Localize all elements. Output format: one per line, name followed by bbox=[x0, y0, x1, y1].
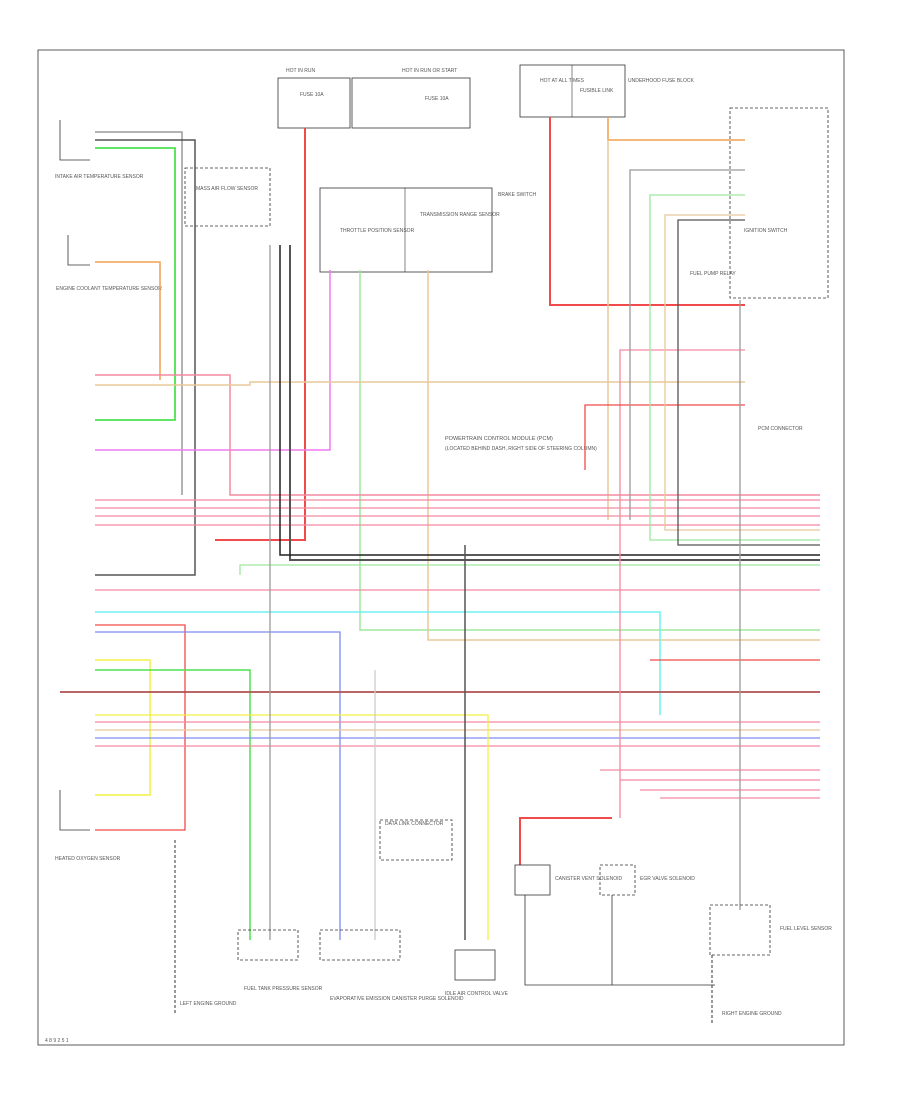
solenoid-1-group: CANISTER VENT SOLENOID bbox=[514, 864, 623, 896]
data-link-label: DATA LINK CONNECTOR bbox=[385, 821, 444, 827]
hot-at-all-times-label: HOT AT ALL TIMES bbox=[540, 78, 585, 84]
fuel-level-sensor-group: FUEL LEVEL SENSOR bbox=[709, 904, 832, 956]
wire-pink-right-2 bbox=[584, 404, 745, 470]
hot-in-run-or-start-label: HOT IN RUN OR START bbox=[402, 68, 457, 74]
hot-in-run-or-start-fuse-box: HOT IN RUN OR START FUSE 10A bbox=[351, 68, 471, 129]
wire-red-main bbox=[215, 128, 306, 541]
diagram-footer: 4 8 9 2 5 1 bbox=[45, 1038, 69, 1044]
fuel-pump-relay-label: FUEL PUMP RELAY bbox=[690, 271, 736, 277]
pcm-right-label: PCM CONNECTOR bbox=[758, 426, 803, 432]
brake-switch-label: BRAKE SWITCH bbox=[498, 192, 536, 198]
wire-orange-top bbox=[607, 117, 745, 141]
fuse-1-label: FUSE 10A bbox=[300, 92, 324, 98]
oxygen-sensor-label: HEATED OXYGEN SENSOR bbox=[55, 856, 121, 862]
ignition-switch-group: IGNITION SWITCH FUEL PUMP RELAY bbox=[690, 107, 829, 299]
evap-canister-label: EVAPORATIVE EMISSION CANISTER PURGE SOLE… bbox=[330, 996, 464, 1002]
wire-tan-2 bbox=[95, 381, 745, 386]
fuel-tank-sensor-group: FUEL TANK PRESSURE SENSOR bbox=[237, 929, 323, 992]
left-ground-group: LEFT ENGINE GROUND bbox=[174, 840, 237, 1015]
right-ground-group: RIGHT ENGINE GROUND bbox=[711, 955, 782, 1025]
underhood-fuse-label: UNDERHOOD FUSE BLOCK bbox=[628, 78, 695, 84]
wire-darkgray-h bbox=[289, 245, 820, 561]
wire-lightgreen-1 bbox=[359, 270, 820, 631]
left-ground-label: LEFT ENGINE GROUND bbox=[180, 1001, 237, 1007]
diagram-frame bbox=[37, 49, 845, 1046]
wire-tan-right bbox=[664, 214, 820, 531]
data-link-connector-group: DATA LINK CONNECTOR bbox=[379, 819, 453, 861]
hot-in-run-label: HOT IN RUN bbox=[286, 68, 315, 74]
idle-air-label: IDLE AIR CONTROL VALVE bbox=[445, 991, 509, 997]
wire-green-2 bbox=[95, 669, 251, 940]
intake-air-temp-label: INTAKE AIR TEMPERATURE SENSOR bbox=[55, 174, 144, 180]
fusible-link-label: FUSIBLE LINK bbox=[580, 88, 614, 94]
wire-red-bottom bbox=[519, 817, 612, 865]
fuse-2-label: FUSE 10A bbox=[425, 96, 449, 102]
pcm-center-label: POWERTRAIN CONTROL MODULE (PCM) bbox=[445, 436, 553, 442]
wire-gray-right bbox=[629, 169, 745, 520]
wire-black-right bbox=[677, 219, 820, 546]
wire-green-left bbox=[95, 147, 176, 421]
transmission-sensor-label: TRANSMISSION RANGE SENSOR bbox=[420, 212, 500, 218]
wire-red-right bbox=[549, 117, 745, 306]
solenoid-2-label: EGR VALVE SOLENOID bbox=[640, 876, 695, 882]
wire-pink-1 bbox=[95, 374, 820, 496]
wire-pink-right-1 bbox=[619, 349, 745, 818]
wire-yellow-1 bbox=[95, 659, 151, 796]
wire-black-left bbox=[95, 139, 196, 576]
pcm-center-box: TRANSMISSION RANGE SENSOR BRAKE SWITCH T… bbox=[319, 187, 536, 273]
pcm-center-text: POWERTRAIN CONTROL MODULE (PCM) (LOCATED… bbox=[445, 436, 597, 452]
wire-blue-1 bbox=[95, 631, 341, 940]
solenoid-2-group: EGR VALVE SOLENOID bbox=[599, 864, 695, 896]
coolant-temp-group: ENGINE COOLANT TEMPERATURE SENSOR bbox=[56, 235, 162, 292]
fuel-level-label: FUEL LEVEL SENSOR bbox=[780, 926, 832, 932]
pcm-center-sub-label: (LOCATED BEHIND DASH, RIGHT SIDE OF STEE… bbox=[445, 446, 597, 452]
mass-air-flow-group: MASS AIR FLOW SENSOR bbox=[184, 167, 271, 227]
wire-lightgreen-right bbox=[649, 194, 820, 541]
wire-red-2 bbox=[95, 624, 186, 831]
pcm-right-group: PCM CONNECTOR bbox=[758, 426, 803, 432]
ignition-switch-label: IGNITION SWITCH bbox=[744, 228, 788, 234]
wire-lightgreen-2 bbox=[239, 564, 820, 575]
evap-canister-group: EVAPORATIVE EMISSION CANISTER PURGE SOLE… bbox=[319, 929, 464, 1002]
ground-bus-bottom bbox=[524, 895, 715, 986]
wire-orange-left bbox=[95, 261, 161, 380]
idle-air-control-group: IDLE AIR CONTROL VALVE bbox=[445, 949, 509, 997]
right-ground-label: RIGHT ENGINE GROUND bbox=[722, 1011, 782, 1017]
wire-tan-1 bbox=[427, 270, 820, 641]
throttle-position-label: THROTTLE POSITION SENSOR bbox=[340, 228, 415, 234]
wire-black-h bbox=[279, 245, 820, 556]
oxygen-sensor-group: HEATED OXYGEN SENSOR bbox=[55, 790, 121, 862]
fuel-tank-label: FUEL TANK PRESSURE SENSOR bbox=[244, 986, 323, 992]
mass-air-flow-label: MASS AIR FLOW SENSOR bbox=[196, 186, 258, 192]
solenoid-1-label: CANISTER VENT SOLENOID bbox=[555, 876, 623, 882]
wire-gray-left bbox=[95, 131, 183, 495]
left-upper-connector: INTAKE AIR TEMPERATURE SENSOR bbox=[55, 120, 144, 180]
underhood-fuse-block-box: HOT AT ALL TIMES UNDERHOOD FUSE BLOCK FU… bbox=[519, 64, 695, 118]
wire-magenta-1 bbox=[95, 270, 331, 451]
wire-cyan-1 bbox=[95, 611, 661, 715]
coolant-temp-label: ENGINE COOLANT TEMPERATURE SENSOR bbox=[56, 286, 162, 292]
hot-in-run-fuse-box: HOT IN RUN FUSE 10A bbox=[277, 68, 351, 129]
wire-yellow-2 bbox=[95, 714, 489, 940]
